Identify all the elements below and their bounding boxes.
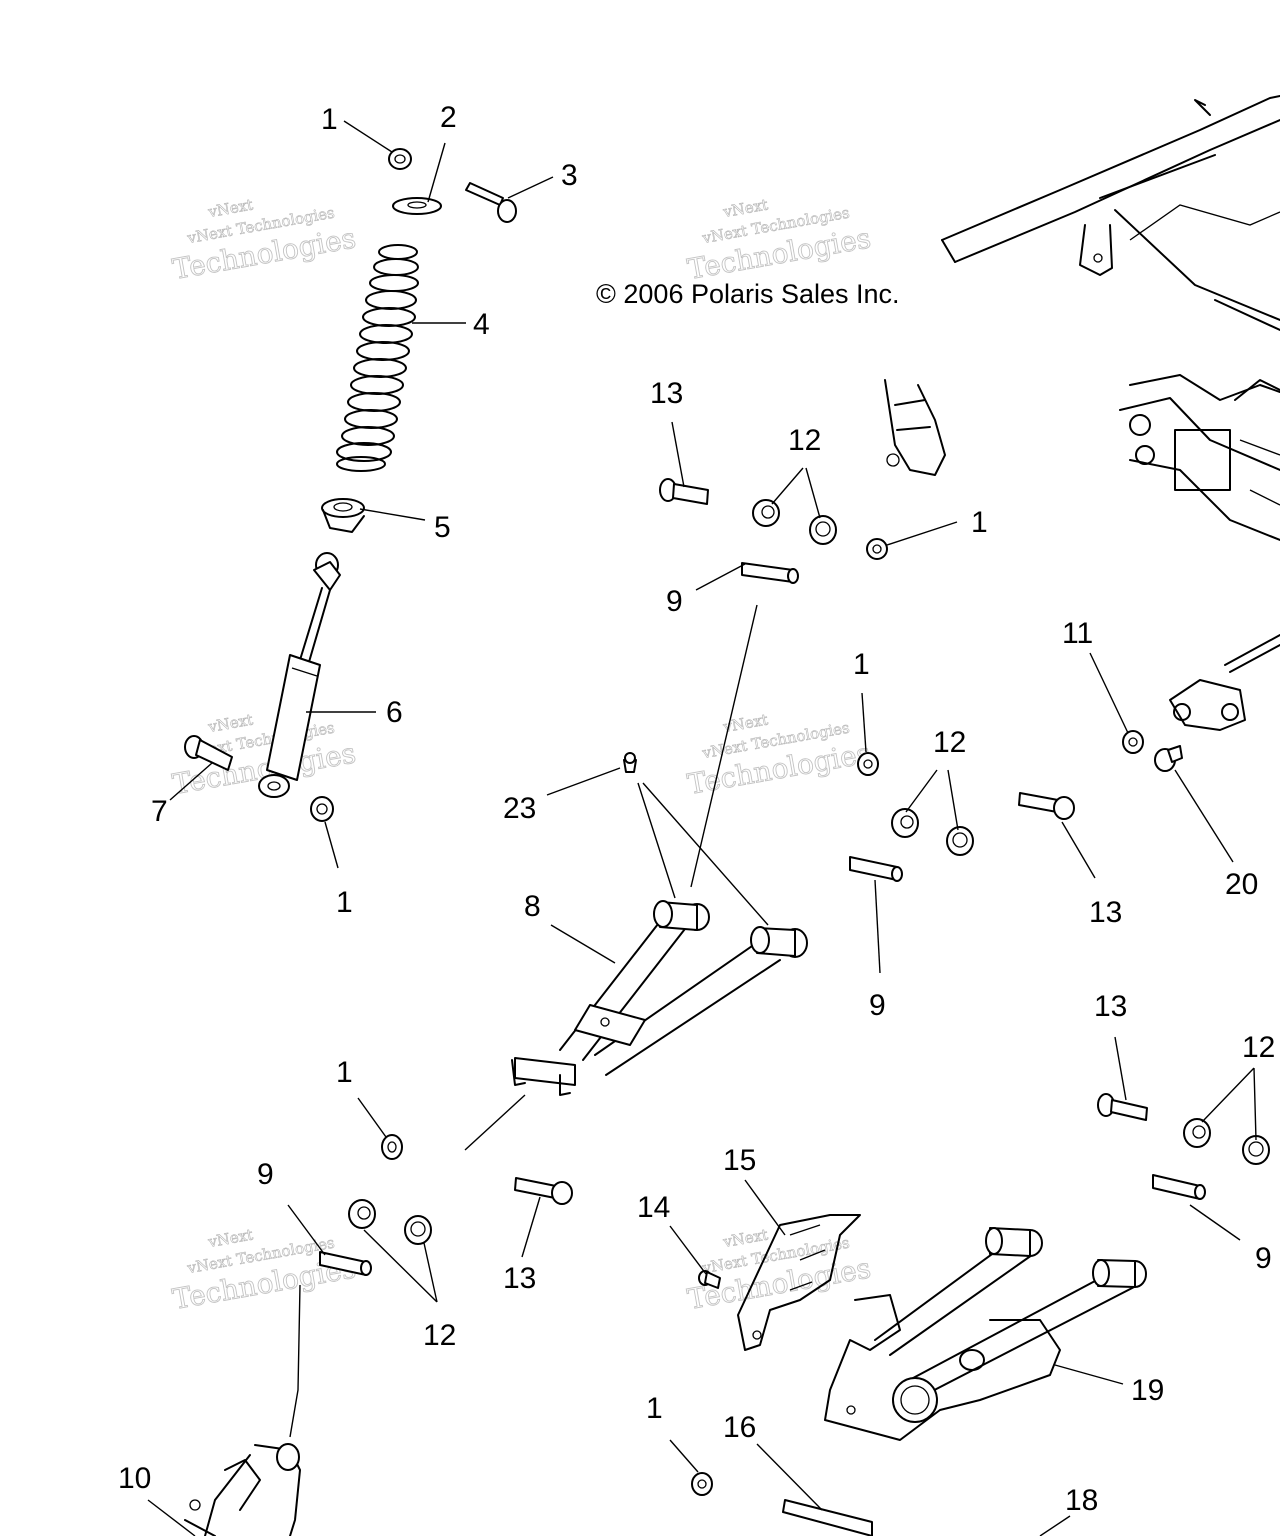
frame-mount-section: [1119, 374, 1280, 541]
nut: [857, 752, 879, 776]
callout-6: 6: [386, 696, 403, 729]
bushing: [1242, 1135, 1270, 1165]
callout-13: 13: [1089, 896, 1122, 929]
grease-fitting: [623, 752, 637, 773]
callout-9: 9: [1255, 1242, 1272, 1275]
pivot-tube: [782, 1499, 873, 1536]
nut: [1122, 730, 1144, 754]
pivot-bolt: [514, 1177, 573, 1205]
nut: [691, 1472, 713, 1496]
screw: [698, 1270, 721, 1289]
bushing: [404, 1215, 432, 1245]
nut: [381, 1134, 403, 1160]
pivot-bolt: [1018, 792, 1075, 820]
upper-a-arm: [511, 900, 808, 1096]
bushing: [809, 515, 837, 545]
pivot-tube: [741, 562, 799, 584]
callout-13: 13: [1094, 990, 1127, 1023]
lower-a-arm: [824, 1227, 1147, 1441]
copyright-notice: © 2006 Polaris Sales Inc.: [596, 279, 900, 309]
callout-15: 15: [723, 1144, 756, 1177]
pivot-tube: [1152, 1174, 1206, 1200]
shock-mount-bracket: [884, 379, 946, 476]
watermark-vnext: vNext: [721, 711, 769, 737]
bracket: [1169, 634, 1280, 731]
watermark-vnext: vNext: [206, 196, 254, 222]
spring-seat: [321, 498, 365, 533]
callout-20: 20: [1225, 868, 1258, 901]
callout-12: 12: [933, 726, 966, 759]
callout-19: 19: [1131, 1374, 1164, 1407]
callout-11: 11: [1062, 617, 1093, 650]
bushing: [348, 1199, 376, 1229]
callout-12: 12: [788, 424, 821, 457]
bushing: [891, 808, 919, 838]
watermark-vnext: vNext: [206, 1226, 254, 1252]
shock-bolt: [184, 735, 233, 771]
callout-16: 16: [723, 1411, 756, 1444]
callout-14: 14: [637, 1191, 670, 1224]
callout-9: 9: [257, 1158, 274, 1191]
pivot-bolt: [659, 478, 709, 505]
callout-4: 4: [473, 308, 490, 341]
callout-18: 18: [1065, 1484, 1098, 1517]
nut: [310, 796, 334, 822]
frame-section: [941, 95, 1280, 331]
shock-absorber: [258, 552, 341, 798]
callout-1: 1: [971, 506, 988, 539]
watermark: vNext vNext Technologies Technologies vN…: [170, 195, 874, 1316]
watermark-vnext: vNext: [721, 1226, 769, 1252]
callout-1: 1: [336, 886, 353, 919]
callout-7: 7: [151, 795, 168, 828]
coil-spring: [336, 244, 419, 472]
callout-1: 1: [321, 103, 338, 136]
pivot-tube: [849, 856, 903, 882]
nut: [388, 148, 412, 170]
a-arm-guard: [737, 1214, 861, 1351]
callout-labels: 1 2 3 4 5 6 7 1 13 12 1 9 11 1 12 23 13 …: [118, 101, 1275, 1517]
callout-8: 8: [524, 890, 541, 923]
bushing: [946, 826, 974, 856]
spindle: [184, 1443, 301, 1536]
pivot-tube: [319, 1251, 372, 1276]
callout-12: 12: [1242, 1031, 1275, 1064]
callout-1: 1: [853, 648, 870, 681]
bushing: [752, 499, 780, 527]
callout-12: 12: [423, 1319, 456, 1352]
callout-9: 9: [666, 585, 683, 618]
watermark-vnext: vNext: [721, 196, 769, 222]
callout-23: 23: [503, 792, 536, 825]
callout-1: 1: [646, 1392, 663, 1425]
callout-3: 3: [561, 159, 578, 192]
callout-1: 1: [336, 1056, 353, 1089]
flange-bolt: [1154, 745, 1183, 772]
callout-13: 13: [503, 1262, 536, 1295]
nut: [866, 538, 888, 560]
watermark-vnext: vNext: [206, 711, 254, 737]
callout-10: 10: [118, 1462, 151, 1495]
spring-retainer: [392, 197, 442, 215]
callout-13: 13: [650, 377, 683, 410]
leader-lines: [147, 120, 1257, 1536]
bushing: [1183, 1118, 1211, 1148]
bolt: [465, 182, 517, 223]
callout-5: 5: [434, 511, 451, 544]
pivot-bolt: [1097, 1093, 1148, 1121]
callout-9: 9: [869, 989, 886, 1022]
callout-2: 2: [440, 101, 457, 134]
